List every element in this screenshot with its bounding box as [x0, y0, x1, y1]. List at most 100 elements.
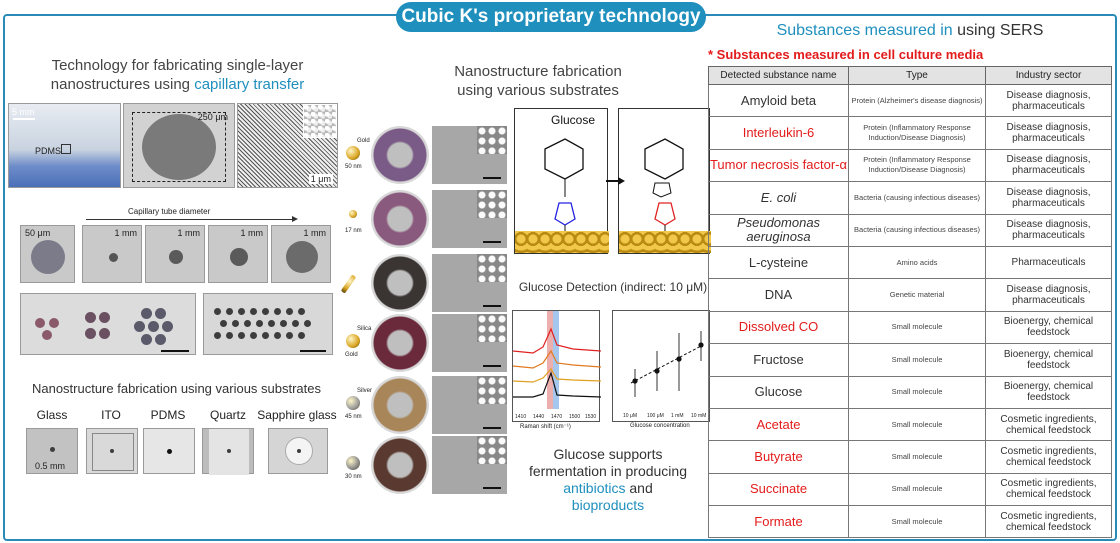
calibration-svg — [630, 331, 704, 397]
scale-bar — [483, 305, 501, 307]
substance-name: Glucose — [708, 375, 849, 409]
table-header-row: Detected substance name Type Industry se… — [708, 66, 1112, 85]
disk-zoom-image: 250 μm — [123, 103, 235, 188]
capillary-sample-3: 1 mm — [145, 225, 205, 283]
sample-dish-photo — [371, 126, 429, 184]
substances-table: Detected substance name Type Industry se… — [708, 66, 1112, 539]
zoom-box — [132, 112, 226, 182]
nanostructure-disk — [142, 114, 216, 180]
particle-size-label: 30 nm — [345, 474, 362, 480]
sem-image-capillary: 1 μm — [237, 103, 338, 188]
scale-label-5mm: 5 mm — [12, 107, 35, 117]
capillary-transfer-highlight: capillary transfer — [194, 76, 305, 93]
substance-name: Tumor necrosis factor-α — [708, 148, 849, 183]
particle-size-label: Gold — [345, 352, 358, 358]
industry-sector: Bioenergy, chemical feedstock — [985, 343, 1112, 377]
gold-substrate-right — [619, 231, 711, 253]
header-sector: Industry sector — [985, 66, 1112, 85]
culture-media-note: * Substances measured in cell culture me… — [708, 47, 984, 62]
industry-sector: Disease diagnosis, pharmaceuticals — [985, 181, 1112, 215]
industry-sector: Bioenergy, chemical feedstock — [985, 375, 1112, 409]
sers-title: Substances measured in using SERS — [776, 22, 1044, 39]
substance-type: Amino acids — [848, 245, 986, 280]
industry-sector: Disease diagnosis, pharmaceuticals — [985, 116, 1112, 150]
capillary-diameter-label: Capillary tube diameter — [128, 207, 211, 216]
substance-type: Small molecule — [848, 407, 986, 442]
particle-label: Gold — [357, 138, 370, 144]
substance-type: Small molecule — [848, 375, 986, 409]
particle-label: Silver — [357, 388, 373, 394]
pdms-label: PDMS — [35, 146, 62, 156]
various-substrates-heading: Nanostructure fabrication using various … — [454, 63, 622, 99]
substance-type: Genetic material — [848, 278, 986, 312]
nanoparticle-icon — [346, 146, 360, 160]
capillary-transfer-title: Technology for fabricating single-layer … — [50, 57, 305, 93]
substance-type: Bacteria (causing infectious diseases) — [848, 213, 986, 247]
substance-name: DNA — [708, 278, 849, 312]
substance-name: Fructose — [708, 343, 849, 377]
bioproducts-highlight: bioproducts — [571, 497, 645, 513]
spectrum-lines-svg — [513, 327, 601, 398]
curve-xlabel: Glucose concentration — [630, 423, 690, 429]
sem-image — [432, 190, 507, 248]
substance-type: Small molecule — [848, 343, 986, 377]
spectrum-xlabel: Raman shift (cm⁻¹) — [520, 424, 571, 430]
header-substance: Detected substance name — [708, 66, 849, 85]
nanoparticle-icon — [346, 456, 360, 470]
sample-dish-photo — [371, 314, 429, 372]
substance-name: Butyrate — [708, 440, 849, 474]
scale-bar — [483, 177, 501, 179]
sample-dish-photo — [371, 376, 429, 434]
sample-dish-photo — [371, 254, 429, 312]
sem-image — [432, 436, 507, 494]
sem-inset — [477, 436, 507, 464]
capillary-arrow — [86, 219, 296, 220]
substance-name: Interleukin-6 — [708, 116, 849, 150]
nanoparticle-row: 17 nm — [345, 188, 510, 250]
industry-sector: Bioenergy, chemical feedstock — [985, 310, 1112, 345]
sem-inset — [477, 314, 507, 342]
substrate-label-glass: Glass — [36, 408, 68, 422]
substance-name: Dissolved CO — [708, 310, 849, 345]
scale-bar — [483, 487, 501, 489]
sem-inset — [477, 254, 507, 282]
scale-bar — [483, 241, 501, 243]
industry-sector: Cosmetic ingredients, chemical feedstock — [985, 440, 1112, 474]
scale-label-05mm: 0.5 mm — [35, 461, 66, 471]
substance-type: Protein (Inflammatory Response Induction… — [848, 116, 986, 150]
industry-sector: Disease diagnosis, pharmaceuticals — [985, 83, 1112, 118]
substance-type: Bacteria (causing infectious diseases) — [848, 181, 986, 215]
calibration-curve-plot: 10 μM 100 μM 1 mM 10 mM — [612, 310, 710, 422]
pdms-marker — [61, 144, 71, 154]
sem-inset — [303, 104, 337, 138]
sem-inset — [477, 190, 507, 218]
substrate-label-quartz: Quartz — [209, 408, 246, 422]
scale-label-1um: 1 μm — [308, 174, 333, 184]
reaction-arrow — [606, 180, 620, 182]
particle-size-label: 45 nm — [345, 414, 362, 420]
antibiotics-highlight: antibiotics — [563, 480, 626, 496]
substrate-label-pdms: PDMS — [150, 408, 186, 422]
substance-type: Small molecule — [848, 310, 986, 345]
sem-inset — [477, 376, 507, 404]
substrate-quartz-photo — [202, 428, 254, 475]
pattern-array-right — [203, 293, 333, 355]
glucose-binding-diagram: Glucose — [514, 108, 609, 254]
sem-image — [432, 126, 507, 184]
nanoparticle-row: Silver 45 nm — [345, 374, 510, 436]
substance-name: L-cysteine — [708, 245, 849, 280]
nanoparticle-icon — [349, 210, 357, 218]
banner-title: Cubic K's proprietary technology — [396, 2, 706, 32]
pdms-hand-photo: 5 mm PDMS — [8, 103, 121, 188]
glucose-detection-title: Glucose Detection (indirect: 10 μM) — [518, 280, 708, 294]
substance-name: E. coli — [708, 181, 849, 215]
